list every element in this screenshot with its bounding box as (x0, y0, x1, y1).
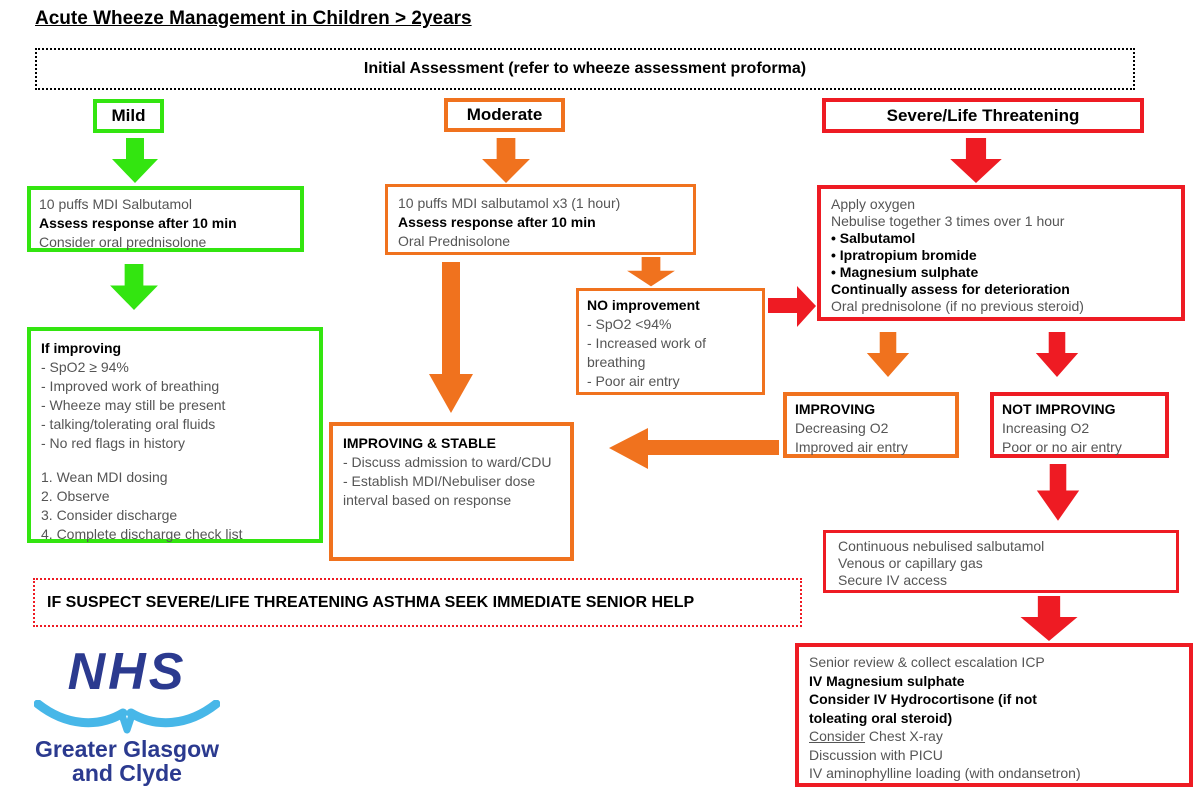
text-line: Apply oxygen (831, 196, 916, 212)
arrow-down-mild-1 (112, 138, 158, 183)
severe-final-box: Senior review & collect escalation ICP I… (795, 643, 1193, 787)
text-line: - SpO2 <94% (587, 316, 672, 332)
text-line: - Discuss admission to ward/CDU (343, 454, 552, 470)
box-heading: If improving (41, 340, 122, 356)
box-heading: NO improvement (587, 297, 700, 313)
text-line: • Magnesium sulphate (831, 264, 979, 280)
severe-improving-box: IMPROVING Decreasing O2 Improved air ent… (783, 392, 959, 458)
text-line: IV Magnesium sulphate (809, 672, 965, 689)
blank-line (41, 453, 309, 468)
text-line: Nebulise together 3 times over 1 hour (831, 213, 1065, 229)
arrow-down-moderate-1 (482, 138, 530, 183)
severe-header: Severe/Life Threatening (822, 98, 1144, 133)
arrow-left-to-improving-stable (609, 428, 779, 469)
box-heading: IMPROVING & STABLE (343, 435, 496, 451)
nhs-wave-icon (34, 700, 220, 734)
text-line: Consider oral prednisolone (39, 234, 207, 250)
text-line: IV aminophylline loading (with ondansetr… (809, 765, 1081, 781)
text-line: 2. Observe (41, 488, 110, 504)
text-line: - Poor air entry (587, 373, 680, 389)
text-line: Continuous nebulised salbutamol (838, 538, 1045, 554)
warning-box: IF SUSPECT SEVERE/LIFE THREATENING ASTHM… (33, 578, 802, 627)
text-line: Chest X-ray (865, 728, 943, 744)
severe-step-box: Apply oxygen Nebulise together 3 times o… (817, 185, 1185, 321)
nhs-ggc-logo: NHS Greater Glasgow and Clyde (18, 646, 236, 785)
text-line: 10 puffs MDI Salbutamol (39, 196, 193, 212)
arrow-down-severe-to-improving (866, 332, 910, 377)
text-line: Poor or no air entry (1002, 439, 1122, 455)
text-line: 10 puffs MDI salbutamol x3 (1 hour) (398, 195, 621, 211)
text-line: toleating oral steroid) (809, 709, 953, 726)
text-line: • Salbutamol (831, 230, 916, 246)
moderate-step-box: 10 puffs MDI salbutamol x3 (1 hour) Asse… (385, 184, 696, 255)
text-line: Senior review & collect escalation ICP (809, 654, 1045, 670)
logo-line-2: and Clyde (72, 760, 182, 786)
initial-assessment-label: Initial Assessment (refer to wheeze asse… (363, 60, 807, 77)
text-line: - Improved work of breathing (41, 378, 220, 394)
text-line: Discussion with PICU (809, 746, 943, 763)
text-line: Consider Chest X-ray (809, 727, 1179, 746)
mild-header: Mild (93, 99, 164, 133)
text-line: 4. Complete discharge check list (41, 526, 243, 542)
text-line: • Ipratropium bromide (831, 247, 977, 263)
text-line: Assess response after 10 min (398, 214, 596, 230)
mild-improving-box: If improving - SpO2 ≥ 94% - Improved wor… (27, 327, 323, 543)
text-line: 3. Consider discharge (41, 507, 178, 523)
mild-step-box: 10 puffs MDI Salbutamol Assess response … (27, 186, 304, 252)
severe-not-improving-box: NOT IMPROVING Increasing O2 Poor or no a… (990, 392, 1169, 458)
arrow-down-severe-1 (950, 138, 1002, 183)
text-line: Decreasing O2 (795, 420, 889, 436)
moderate-header: Moderate (444, 98, 565, 132)
text-line: Venous or capillary gas (838, 555, 983, 571)
arrow-right-no-improvement-to-severe (768, 286, 816, 327)
nhs-logo-text: NHS (67, 643, 187, 701)
text-line: Assess response after 10 min (39, 215, 237, 231)
arrow-down-mild-2 (110, 264, 158, 310)
text-line: - Wheeze may still be present (41, 397, 226, 413)
text-line: - No red flags in history (41, 435, 185, 451)
box-heading: NOT IMPROVING (1002, 401, 1116, 417)
text-line: Secure IV access (838, 572, 947, 588)
text-line: Increasing O2 (1002, 420, 1090, 436)
arrow-down-severe-to-not-improving (1035, 332, 1079, 377)
text-line: Oral prednisolone (if no previous steroi… (831, 298, 1084, 314)
severe-escalation-box: Continuous nebulised salbutamol Venous o… (823, 530, 1179, 593)
arrow-down-escalation-to-final (1020, 596, 1078, 641)
text-line: Oral Prednisolone (398, 233, 511, 249)
logo-line-1: Greater Glasgow (34, 736, 220, 762)
text-line: - Establish MDI/Nebuliser dose interval … (343, 473, 536, 508)
page-title: Acute Wheeze Management in Children > 2y… (35, 8, 472, 29)
box-heading: IMPROVING (795, 401, 876, 417)
initial-assessment-box: Initial Assessment (refer to wheeze asse… (35, 48, 1135, 90)
text-line: - Increased work of breathing (587, 335, 707, 370)
text-line: Continually assess for deterioration (831, 281, 1070, 297)
text-line: Consider IV Hydrocortisone (if not (809, 691, 1037, 707)
arrow-down-not-improving-to-escalation (1036, 464, 1080, 521)
text-line: 1. Wean MDI dosing (41, 469, 168, 485)
text-line: - SpO2 ≥ 94% (41, 359, 129, 375)
consider-underlined: Consider (809, 728, 866, 744)
no-improvement-box: NO improvement - SpO2 <94% - Increased w… (576, 288, 765, 395)
arrow-down-moderate-to-no-improvement (627, 257, 675, 287)
improving-stable-box: IMPROVING & STABLE - Discuss admission t… (329, 422, 574, 561)
text-line: Improved air entry (795, 439, 908, 455)
text-line: - talking/tolerating oral fluids (41, 416, 216, 432)
arrow-down-moderate-to-stable (429, 262, 473, 413)
warning-label: IF SUSPECT SEVERE/LIFE THREATENING ASTHM… (47, 593, 695, 611)
